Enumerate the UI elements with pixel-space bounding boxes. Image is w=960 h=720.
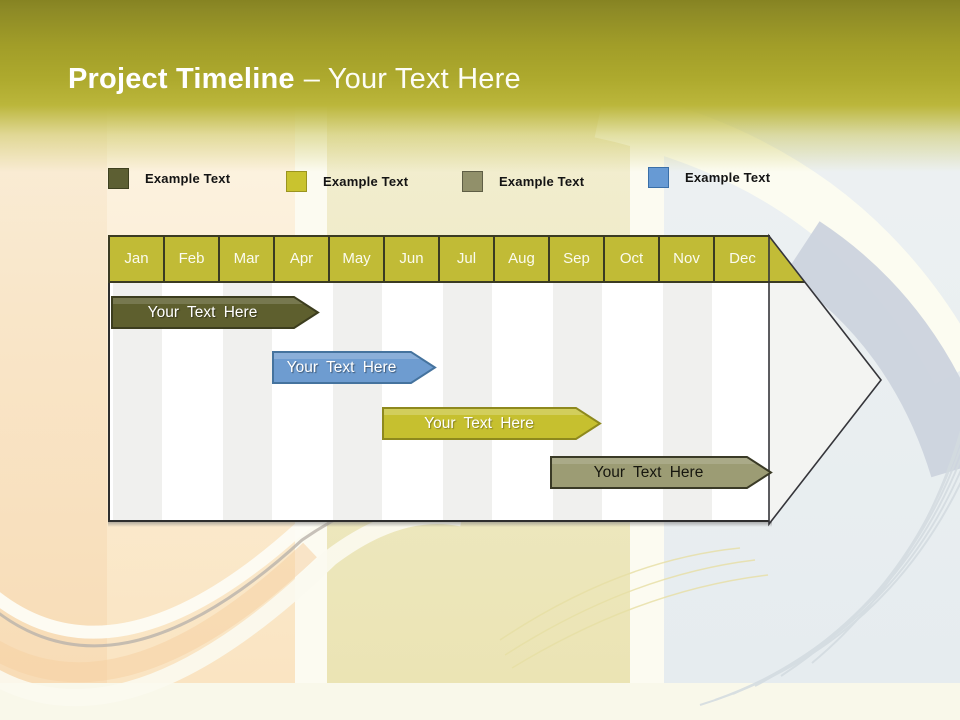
legend-label: Example Text [685,170,771,185]
header-gradient-banner [0,0,960,175]
table-drop-shadow [108,522,772,527]
legend-swatch-blue [648,167,669,188]
page-title: Project Timeline– Your Text Here [68,63,521,96]
title-bold-segment: Project Timeline [68,63,295,95]
legend-item-3: Example Text [462,171,584,192]
month-cell: Mar [220,237,275,281]
bar-label: Your Text Here [147,303,258,321]
bar-label: Your Text Here [424,414,534,432]
legend-item-2: Example Text [286,171,408,192]
bar-label: Your Text Here [593,463,704,481]
bar-arrow-shape-blue [272,351,437,384]
timeline-bar-2: Your Text Here [272,351,437,384]
legend-label: Example Text [145,171,231,186]
legend-item-1: Example Text [108,168,230,189]
grid-column-aug [495,281,550,520]
month-cell: Sep [550,237,605,281]
month-cell: Jan [110,237,165,281]
month-cell: Jul [440,237,495,281]
month-header-row: Jan Feb Mar Apr May Jun Jul Aug Sep Oct … [108,235,770,283]
month-cell: Dec [715,237,770,281]
legend-label: Example Text [499,174,585,189]
title-light-segment: – Your Text Here [303,63,521,95]
month-cell: May [330,237,385,281]
band-bottom-strip [0,683,960,720]
bar-label: Your Text Here [286,358,397,376]
bar-arrow-shape-gray-olive [550,456,773,489]
legend-swatch-olive [108,168,129,189]
bar-arrow-shape-olive [111,296,320,329]
month-cell: Aug [495,237,550,281]
month-cell: Feb [165,237,220,281]
grid-column-may [330,281,385,520]
month-cell: Apr [275,237,330,281]
timeline-bar-3: Your Text Here [382,407,602,440]
month-cell: Jun [385,237,440,281]
timeline-bar-1: Your Text Here [111,296,320,329]
timeline-bar-4: Your Text Here [550,456,773,489]
month-cell: Oct [605,237,660,281]
legend-swatch-gray-olive [462,171,483,192]
legend-item-4: Example Text [648,167,770,188]
month-cell: Nov [660,237,715,281]
legend-swatch-yellow [286,171,307,192]
grid-column-jul [440,281,495,520]
grid-column-jun [385,281,440,520]
legend-label: Example Text [323,174,409,189]
bar-arrow-shape-yellow [382,407,602,440]
